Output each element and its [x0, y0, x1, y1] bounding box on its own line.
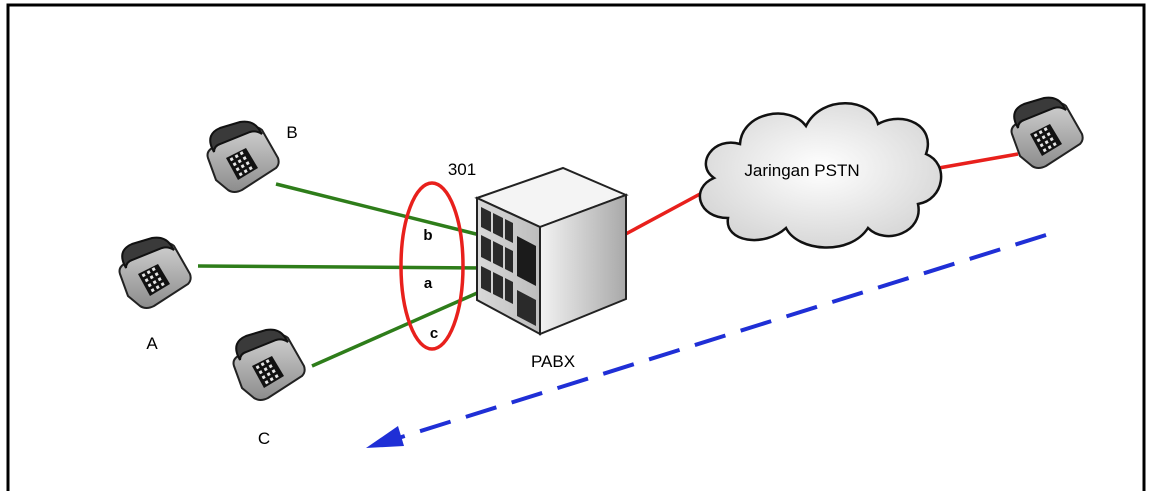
signal-direction-arrow [366, 233, 1047, 448]
line-a [197, 264, 485, 270]
cloud-icon [698, 102, 943, 249]
line-a-label: a [424, 275, 433, 292]
pabx-icon [474, 166, 629, 336]
extension-lines [197, 182, 485, 368]
phone-a-icon [118, 236, 192, 309]
phone-remote-icon [1010, 96, 1084, 169]
cloud-label: Jaringan PSTN [744, 161, 859, 180]
pstn-to-phone-line [932, 152, 1019, 171]
pabx-label: PABX [531, 352, 575, 371]
trunk-lines [621, 152, 1019, 238]
line-c [311, 288, 485, 368]
line-b-label: b [423, 227, 432, 244]
line-b [275, 182, 485, 238]
phone-c-label: C [258, 429, 270, 448]
phone-b-icon [206, 120, 280, 193]
extension-number-label: 301 [448, 160, 476, 179]
phone-c-icon [232, 328, 306, 401]
diagram-frame [6, 3, 1146, 491]
phone-a-label: A [146, 334, 158, 353]
extension-group-ellipse [399, 181, 465, 351]
phone-b-label: B [286, 123, 297, 142]
line-c-label: c [430, 325, 438, 342]
pabx-to-pstn-line [621, 192, 701, 238]
